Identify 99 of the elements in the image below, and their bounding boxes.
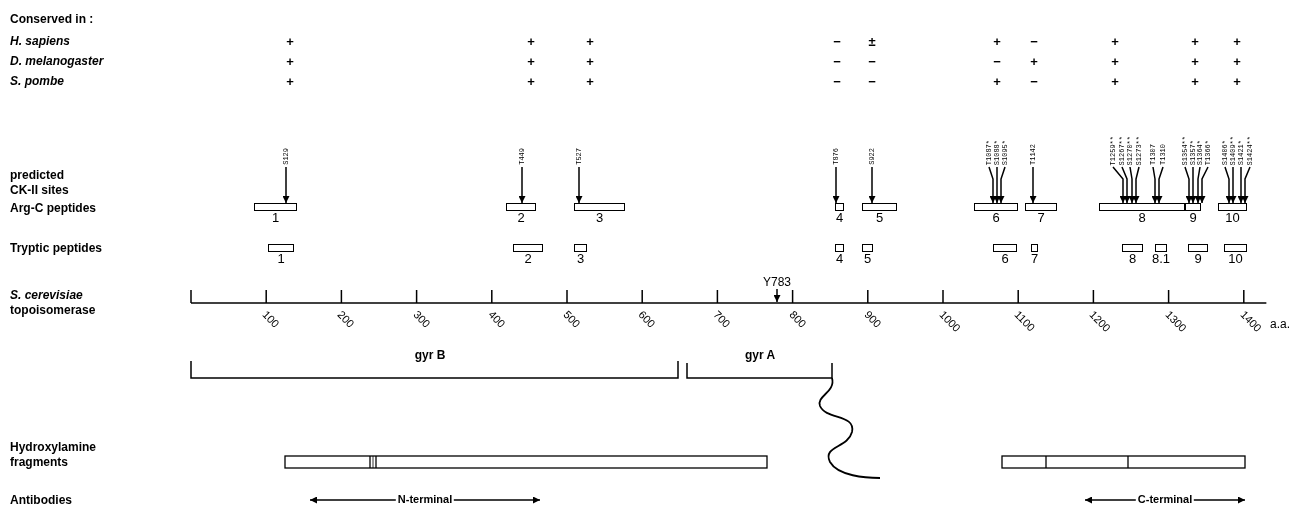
- arrow: [1184, 166, 1193, 204]
- row-label: predicted CK-II sites: [10, 168, 70, 198]
- conservation-sign: +: [527, 54, 535, 69]
- peptide-number: 4: [835, 211, 844, 225]
- conservation-sign: −: [1030, 34, 1038, 49]
- row-label: Hydroxylamine fragments: [10, 440, 98, 470]
- conservation-sign: +: [527, 74, 535, 89]
- antibody-label: N-terminal: [395, 494, 455, 505]
- species-label: D. melanogaster: [10, 54, 104, 69]
- arrow: [1198, 166, 1209, 204]
- species-label: H. sapiens: [10, 34, 71, 49]
- peptide-number: 10: [1228, 252, 1243, 266]
- arrow: [575, 166, 583, 204]
- peptide-number: 8: [1138, 211, 1146, 225]
- peptide-number: 5: [875, 211, 884, 225]
- arrow: [1229, 166, 1237, 204]
- arrow: [1237, 166, 1245, 204]
- conservation-sign: +: [993, 34, 1001, 49]
- conservation-sign: +: [1191, 34, 1199, 49]
- peptide-number: 9: [1189, 211, 1197, 225]
- conservation-sign: +: [1233, 74, 1241, 89]
- tick-label: 800: [786, 309, 808, 330]
- tick-label: 600: [636, 309, 658, 330]
- domain-label: gyr B: [414, 349, 446, 361]
- arrow: [1151, 166, 1159, 204]
- peptide-number: 4: [835, 252, 844, 266]
- row-label: Arg-C peptides: [10, 201, 96, 216]
- conservation-sign: +: [1233, 54, 1241, 69]
- peptide-number: 2: [517, 211, 525, 225]
- peptide-number: 9: [1194, 252, 1202, 266]
- conservation-sign: −: [868, 74, 876, 89]
- peptide-number: 6: [992, 211, 1000, 225]
- peptide-number: 7: [1037, 211, 1045, 225]
- arrow: [1128, 166, 1136, 204]
- tick-label: 100: [260, 309, 282, 330]
- arrow: [997, 166, 1006, 204]
- peptide-number: 1: [277, 252, 285, 266]
- peptide-number: 6: [1001, 252, 1009, 266]
- conservation-sign: −: [993, 54, 1001, 69]
- unit-label: a.a.: [1270, 318, 1290, 330]
- arrow: [1155, 166, 1164, 204]
- arrow: [868, 166, 876, 204]
- peptide-number: 7: [1030, 252, 1039, 266]
- conservation-sign: +: [1191, 74, 1199, 89]
- peptide-number: 5: [863, 252, 872, 266]
- arrow: [993, 166, 1001, 204]
- peptide-number: 8.1: [1151, 252, 1171, 266]
- peptide-number: 10: [1225, 211, 1240, 225]
- conservation-sign: +: [1191, 54, 1199, 69]
- conservation-sign: −: [868, 54, 876, 69]
- peptide-number: 3: [595, 211, 604, 225]
- tick-label: 200: [335, 309, 357, 330]
- tick-label: 300: [410, 309, 432, 330]
- row-label: Antibodies: [10, 493, 72, 508]
- conservation-sign: +: [1111, 54, 1119, 69]
- conservation-sign: +: [586, 34, 594, 49]
- arrow: [1189, 166, 1197, 204]
- conservation-sign: +: [586, 54, 594, 69]
- arrow: [1194, 166, 1202, 204]
- arrow: [1132, 166, 1140, 204]
- peptide-number: 1: [271, 211, 280, 225]
- residue-label: Y783: [763, 276, 791, 288]
- conservation-sign: −: [833, 54, 841, 69]
- conservation-sign: +: [286, 54, 294, 69]
- conservation-sign: +: [1233, 34, 1241, 49]
- conservation-sign: +: [586, 74, 594, 89]
- arrow: [1224, 166, 1233, 204]
- tick-label: 900: [862, 309, 883, 330]
- arrow: [518, 166, 526, 204]
- arrow: [1112, 166, 1127, 204]
- arrow: [282, 166, 290, 204]
- conservation-sign: +: [1111, 74, 1119, 89]
- conservation-sign: −: [1030, 74, 1038, 89]
- arrow: [1121, 166, 1131, 204]
- peptide-number: 8: [1128, 252, 1137, 266]
- conservation-sign: −: [833, 34, 841, 49]
- arrow: [988, 166, 997, 204]
- conservation-sign: +: [1111, 34, 1119, 49]
- tick-label: 500: [561, 309, 582, 330]
- conservation-sign: +: [993, 74, 1001, 89]
- arrow: [832, 166, 840, 204]
- species-label: S. pombe: [10, 74, 64, 89]
- row-label: Conserved in :: [10, 12, 94, 27]
- arrow: [1241, 166, 1251, 204]
- peptide-number: 2: [524, 252, 532, 266]
- conservation-sign: +: [527, 34, 535, 49]
- domain-label: gyr A: [744, 349, 776, 361]
- conservation-sign: +: [1030, 54, 1038, 69]
- arrow: [1029, 166, 1037, 204]
- row-label: Tryptic peptides: [10, 241, 103, 256]
- antibody-label: C-terminal: [1135, 494, 1195, 505]
- conservation-sign: ±: [868, 34, 876, 49]
- row-label: S. cerevisiae topoisomerase: [10, 288, 97, 318]
- tick-label: 400: [486, 309, 507, 330]
- conservation-sign: +: [286, 34, 294, 49]
- conservation-sign: −: [833, 74, 841, 89]
- tick-label: 700: [711, 309, 733, 330]
- conservation-sign: +: [286, 74, 294, 89]
- peptide-number: 3: [576, 252, 585, 266]
